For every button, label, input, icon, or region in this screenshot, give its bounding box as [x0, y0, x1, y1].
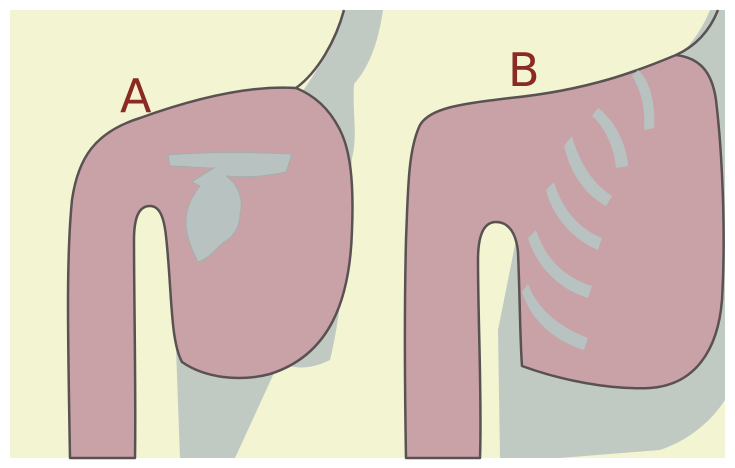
panel-b-label: B: [508, 43, 540, 97]
panel-a-label: A: [120, 69, 152, 123]
